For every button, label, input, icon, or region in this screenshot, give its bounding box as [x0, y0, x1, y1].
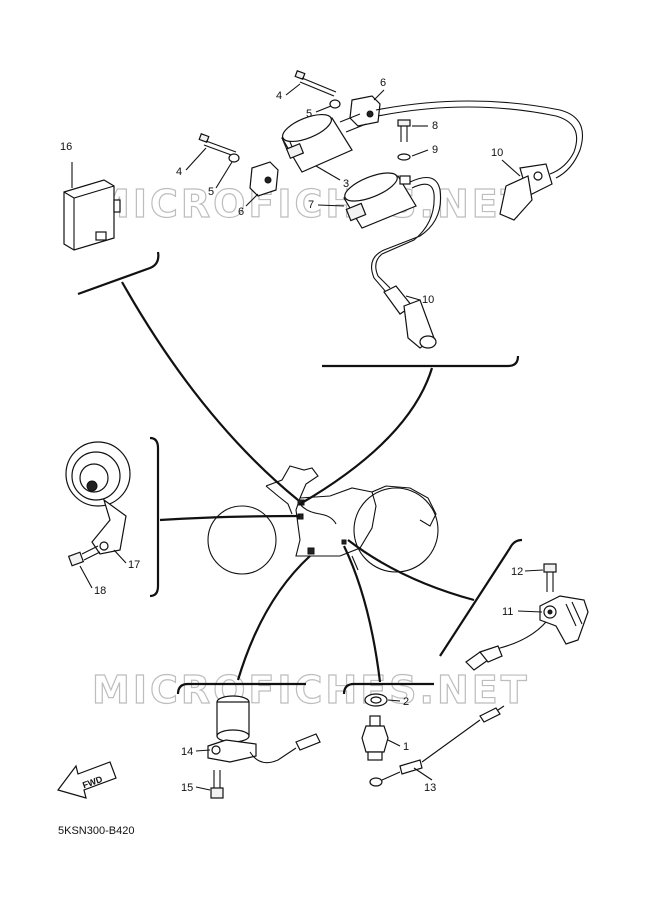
leader-15	[195, 786, 211, 791]
callout-11: 11	[502, 606, 513, 618]
leader-2	[387, 699, 401, 702]
callout-16: 16	[60, 141, 72, 153]
leader-4-upper	[285, 83, 301, 96]
callout-18: 18	[94, 585, 106, 597]
callout-9: 9	[432, 144, 438, 156]
diagram-code: 5KSN300-B420	[58, 825, 134, 837]
part-2-gasket	[364, 693, 388, 707]
ht-lead-top-b	[377, 106, 578, 175]
connector-arc-sensor-low	[343, 545, 382, 683]
part-18-bolt	[67, 545, 101, 567]
bracket-sensor-bottom	[342, 682, 434, 695]
callout-10-lower: 10	[422, 294, 434, 306]
part-6-bracket-lower	[249, 161, 279, 197]
leader-11	[517, 610, 543, 613]
callout-12: 12	[511, 566, 523, 578]
connector-arc-horn	[159, 514, 301, 522]
leader-7	[317, 204, 345, 207]
part-13-lead-wire	[369, 705, 505, 787]
callout-5-lower: 5	[208, 186, 214, 198]
callout-6-lower: 6	[238, 206, 244, 218]
bracket-16	[77, 251, 160, 296]
ht-lead-bottom-b	[375, 183, 435, 289]
part-8-bolt	[397, 119, 411, 142]
part-15-bolt	[210, 770, 224, 799]
ht-lead-top-a	[375, 100, 584, 179]
leader-9	[411, 149, 429, 157]
part-10-spark-plug-cap-upper	[499, 163, 553, 221]
connector-arc-sensor-right	[347, 539, 475, 602]
watermark-bottom: MICROFICHES.NET	[92, 668, 530, 712]
callout-13: 13	[424, 782, 436, 794]
part-11-speed-sensor	[539, 595, 589, 645]
leader-5-lower	[215, 161, 233, 189]
leader-6-upper	[373, 89, 385, 101]
leader-5-upper	[315, 105, 332, 113]
connector-arc-cdi	[121, 281, 299, 501]
leader-10-lower	[405, 295, 421, 301]
callout-14: 14	[181, 746, 193, 758]
callout-4-upper: 4	[276, 90, 282, 102]
leader-18	[79, 565, 93, 589]
callout-15: 15	[181, 782, 193, 794]
part-16-cdi-unit	[63, 179, 121, 251]
connector-arc-coils	[299, 367, 434, 505]
watermark-top: MICROFICHES.NET	[92, 182, 530, 226]
part-10-spark-plug-cap-lower	[383, 285, 437, 349]
location-wire	[299, 503, 337, 525]
fwd-arrow-icon: FWD	[56, 761, 117, 799]
ht-lead-bottom-a	[371, 176, 442, 293]
part-4-bolt-upper	[294, 70, 337, 97]
leader-13	[413, 767, 433, 781]
callout-7: 7	[308, 199, 314, 211]
sensor-wire	[479, 621, 547, 657]
leader-3	[315, 165, 341, 181]
location-marker-sensor	[341, 539, 347, 545]
callout-8: 8	[432, 120, 438, 132]
leader-10-upper	[501, 159, 521, 177]
part-3-ignition-coil	[281, 113, 367, 173]
leader-6-lower	[245, 193, 259, 207]
callout-17: 17	[128, 559, 140, 571]
callout-5-upper: 5	[306, 108, 312, 120]
leader-14	[195, 749, 211, 752]
connector-arc-neutral	[236, 555, 311, 681]
part-1-sensor	[361, 715, 389, 761]
sensor-connector	[465, 645, 503, 671]
bracket-neutral	[176, 682, 306, 695]
leader-1	[387, 739, 401, 747]
callout-1: 1	[403, 741, 409, 753]
part-5-washer-lower	[228, 153, 240, 163]
part-5-washer-upper	[329, 99, 341, 109]
part-12-screw	[543, 563, 557, 592]
leader-12	[524, 569, 544, 572]
motorcycle-outline	[207, 465, 439, 575]
callout-2: 2	[403, 696, 409, 708]
part-7-ignition-coil	[343, 172, 417, 229]
callout-6-upper: 6	[380, 77, 386, 89]
callout-3: 3	[343, 178, 349, 190]
part-6-bracket-upper	[349, 95, 381, 127]
part-9-washer	[397, 153, 411, 161]
part-14-neutral-switch	[207, 695, 321, 764]
callout-4-lower: 4	[176, 166, 182, 178]
bracket-sensor	[439, 538, 523, 657]
location-marker-neutral	[307, 547, 315, 555]
leader-4-lower	[185, 147, 207, 171]
part-17-horn	[65, 441, 131, 555]
leader-17	[113, 549, 127, 564]
callout-10-upper: 10	[491, 147, 503, 159]
bracket-horn	[149, 436, 160, 598]
bracket-coils	[322, 355, 520, 368]
part-4-bolt-lower	[198, 133, 237, 157]
